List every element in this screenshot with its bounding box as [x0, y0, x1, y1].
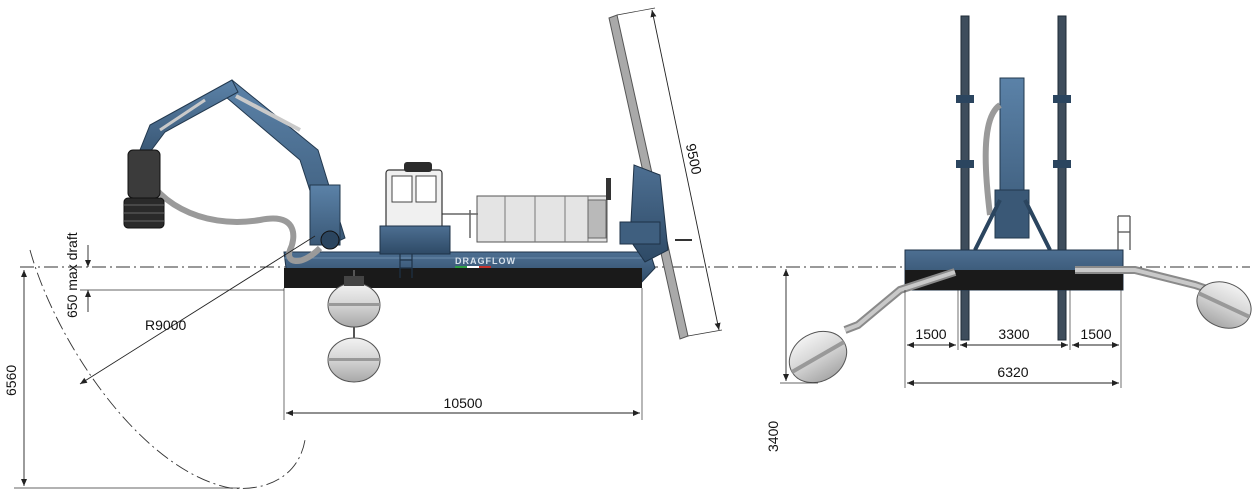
hull-logo: DRAGFLOW [455, 256, 516, 266]
dim-spud-length: 9500 [616, 7, 723, 337]
dim-depth: 6560 [3, 270, 240, 489]
front-left-float [788, 268, 957, 384]
dim-overall-width: 6320 [907, 364, 1119, 386]
spud-length-label: 9500 [683, 142, 705, 176]
excavator-arm [123, 79, 346, 264]
front-spuds [956, 15, 1071, 341]
dim-max-draft: 650 max draft [64, 232, 284, 318]
dim-float-depth: 3400 [765, 269, 818, 452]
pontoon-hull: DRAGFLOW [283, 236, 656, 288]
reach-arc [29, 249, 306, 489]
dim-right-offset: 1500 [1072, 290, 1122, 388]
spud-pole [608, 14, 692, 340]
depth-label: 6560 [3, 365, 19, 396]
suspended-floats [327, 270, 381, 383]
engine-module [440, 178, 611, 243]
right-offset-label: 1500 [1080, 326, 1111, 342]
front-arm [973, 77, 1052, 251]
dim-left-offset: 1500 [904, 290, 959, 388]
operator-cabin [379, 162, 451, 255]
dim-hull-length: 10500 [283, 288, 643, 420]
front-view: 1500 3300 1500 6320 3400 [765, 15, 1252, 452]
center-width-label: 3300 [998, 326, 1029, 342]
dim-center-width: 3300 [960, 290, 1071, 350]
dim-reach-radius: R9000 [79, 235, 316, 385]
side-view: DRAGFLOW [3, 7, 723, 489]
front-right-float [1075, 266, 1252, 329]
hull-length-label: 10500 [444, 395, 483, 411]
overall-width-label: 6320 [997, 364, 1028, 380]
reach-radius-label: R9000 [145, 317, 186, 333]
left-offset-label: 1500 [915, 326, 946, 342]
float-depth-label: 3400 [765, 421, 781, 452]
max-draft-label: 650 max draft [64, 232, 80, 318]
